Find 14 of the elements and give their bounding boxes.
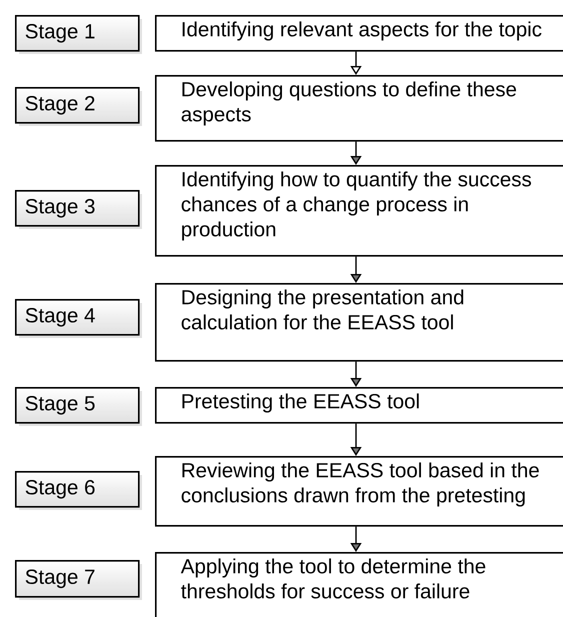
stage-box: Stage 4 bbox=[15, 299, 142, 338]
step-box: Reviewing the EEASS tool based in the conclusions drawn from the pretesting bbox=[155, 456, 563, 527]
step-box: Identifying how to quantify the success chances of a change process in production bbox=[155, 164, 563, 257]
step-box: Identifying relevant aspects for the topic bbox=[155, 14, 563, 52]
stage-box: Stage 3 bbox=[15, 190, 142, 229]
stage-box: Stage 1 bbox=[15, 14, 142, 54]
stage-box: Stage 6 bbox=[15, 471, 142, 510]
stage-box: Stage 7 bbox=[15, 560, 142, 600]
stage-box: Stage 2 bbox=[15, 87, 142, 126]
step-box: Developing questions to define these aspects bbox=[155, 75, 563, 142]
step-box: Applying the tool to determine the thresholds for success or failure bbox=[155, 552, 563, 617]
step-box: Designing the presentation and calculation for the EEASS tool bbox=[155, 283, 563, 362]
stage-box: Stage 5 bbox=[15, 387, 142, 426]
step-box: Pretesting the EEASS tool bbox=[155, 387, 563, 424]
